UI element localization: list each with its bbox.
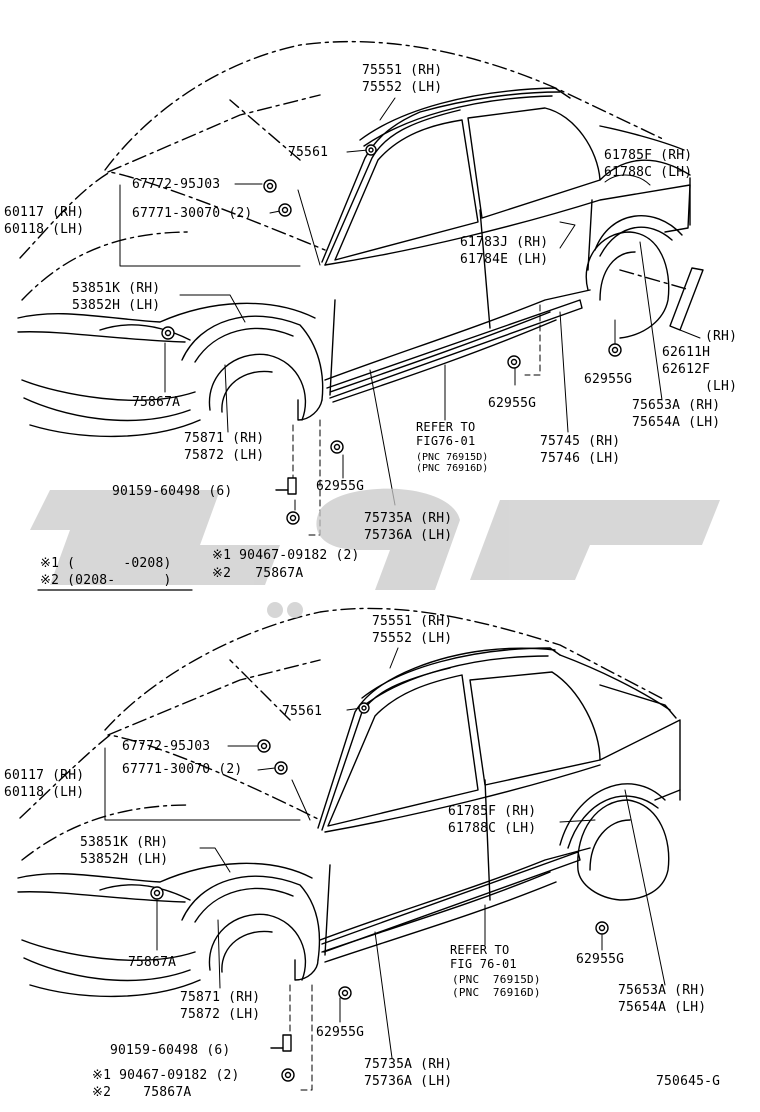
label-seal-lh: (LH)	[705, 379, 738, 394]
label-75653a: 75653A (RH)	[632, 398, 721, 413]
label-75735a-b: 75735A (RH)	[364, 1057, 453, 1072]
label-75561-b: 75561	[282, 704, 323, 719]
label-67771-30070: 67771-30070 (2)	[132, 206, 253, 221]
label-60117: 60117 (RH)	[4, 205, 85, 220]
label-67772-95j03-b: 67772-95J03	[122, 739, 211, 754]
label-60117-b: 60117 (RH)	[4, 768, 85, 783]
label-53852h-b: 53852H (LH)	[80, 852, 169, 867]
label-62612f: 62612F	[662, 362, 711, 377]
label-fig76-01: FIG76-01	[416, 434, 476, 448]
label-75867a-bottom-b: ※2 75867A	[92, 1085, 192, 1100]
label-75871-b: 75871 (RH)	[180, 990, 261, 1005]
label-62955g-mid-b: 62955G	[316, 1025, 365, 1040]
label-75654a-b: 75654A (LH)	[618, 1000, 707, 1015]
label-pnc-76916d-b: (PNC 76916D)	[452, 986, 541, 999]
label-61788c: 61788C (LH)	[604, 165, 693, 180]
label-75552-b: 75552 (LH)	[372, 631, 453, 646]
label-75745: 75745 (RH)	[540, 434, 621, 449]
label-75872: 75872 (LH)	[184, 448, 265, 463]
label-refer-to-b: REFER TO	[450, 943, 510, 957]
label-62955g-center: 62955G	[488, 396, 537, 411]
label-seal-rh: (RH)	[705, 329, 738, 344]
label-60118: 60118 (LH)	[4, 222, 85, 237]
label-67772-95j03: 67772-95J03	[132, 177, 221, 192]
label-75735a: 75735A (RH)	[364, 511, 453, 526]
label-75551-b: 75551 (RH)	[372, 614, 453, 629]
label-61785f: 61785F (RH)	[604, 148, 693, 163]
label-61785f-b: 61785F (RH)	[448, 804, 537, 819]
label-75736a-b: 75736A (LH)	[364, 1074, 453, 1089]
label-75746: 75746 (LH)	[540, 451, 621, 466]
label-90467: ※1 90467-09182 (2)	[212, 548, 360, 563]
label-61784e: 61784E (LH)	[460, 252, 549, 267]
label-62611h: 62611H	[662, 345, 711, 360]
label-75654a: 75654A (LH)	[632, 415, 721, 430]
label-75872-b: 75872 (LH)	[180, 1007, 261, 1022]
bottom-car-outline	[17, 607, 681, 998]
label-53851k-b: 53851K (RH)	[80, 835, 169, 850]
label-53852h: 53852H (LH)	[72, 298, 161, 313]
label-75867a-bottom: ※2 75867A	[212, 566, 304, 581]
label-61788c-b: 61788C (LH)	[448, 821, 537, 836]
label-62955g-rear-b: 62955G	[576, 952, 625, 967]
watermark-logo	[30, 488, 720, 618]
label-90159-b: 90159-60498 (6)	[110, 1043, 231, 1058]
label-75653a-b: 75653A (RH)	[618, 983, 707, 998]
label-90159: 90159-60498 (6)	[112, 484, 233, 499]
label-90467-b: ※1 90467-09182 (2)	[92, 1068, 240, 1083]
top-car-outline	[17, 40, 704, 438]
label-67771-30070-b: 67771-30070 (2)	[122, 762, 243, 777]
label-75552: 75552 (LH)	[362, 80, 443, 95]
label-75736a: 75736A (LH)	[364, 528, 453, 543]
label-pnc-76915d-b: (PNC 76915D)	[452, 973, 541, 986]
label-62955g-mid: 62955G	[316, 479, 365, 494]
label-75561: 75561	[288, 145, 329, 160]
label-pnc-76915d: (PNC 76915D)	[416, 452, 489, 463]
label-75871: 75871 (RH)	[184, 431, 265, 446]
label-pnc-76916d: (PNC 76916D)	[416, 463, 489, 474]
label-fig76-01-b: FIG 76-01	[450, 957, 517, 971]
top-fasteners	[161, 144, 622, 525]
label-53851k: 53851K (RH)	[72, 281, 161, 296]
label-75867a-left: 75867A	[132, 395, 181, 410]
top-leader-lines	[119, 97, 701, 536]
label-60118-b: 60118 (LH)	[4, 785, 85, 800]
diagram-code: 750645-G	[656, 1074, 721, 1089]
label-62955g-rear: 62955G	[584, 372, 633, 387]
label-refer-to: REFER TO	[416, 420, 476, 434]
bottom-leader-lines	[104, 647, 666, 1091]
label-75867a-left-b: 75867A	[128, 955, 177, 970]
label-75551: 75551 (RH)	[362, 63, 443, 78]
note-2: ※2 (0208- )	[40, 573, 172, 588]
note-1: ※1 ( -0208)	[40, 556, 172, 571]
label-61783j: 61783J (RH)	[460, 235, 549, 250]
bottom-fasteners	[150, 702, 609, 1082]
